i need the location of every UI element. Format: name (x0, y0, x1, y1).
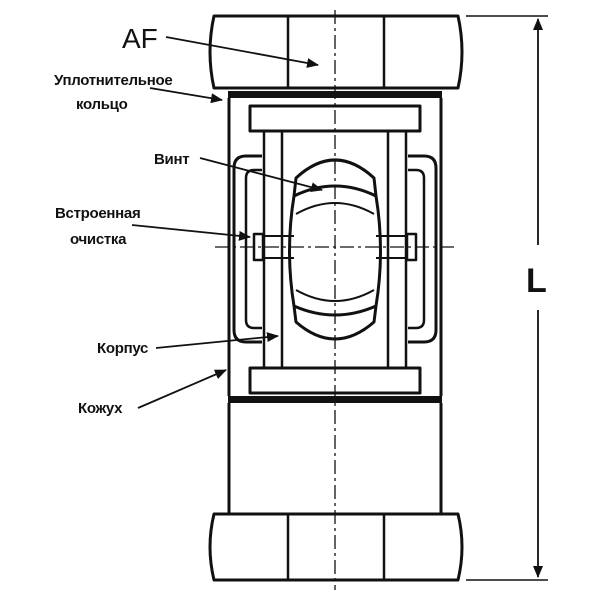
top-hex-nut (208, 14, 464, 90)
label-af: AF (122, 23, 158, 54)
label-casing: Кожух (78, 400, 123, 417)
label-screw: Винт (154, 151, 189, 168)
label-body: Корпус (97, 340, 148, 357)
leader-built-in-cleaning (131, 224, 251, 241)
lower-pipe (227, 403, 443, 514)
bottom-seal-ring (228, 396, 442, 403)
label-seal-ring-line1: Уплотнительное (54, 72, 172, 89)
right-window-frame (408, 154, 438, 344)
label-seal-ring-line2: кольцо (76, 96, 128, 113)
axle (264, 235, 406, 259)
leader-screw (199, 157, 323, 193)
leader-af (165, 36, 319, 68)
leader-body (155, 332, 279, 349)
bottom-hex-nut (208, 512, 464, 582)
leader-casing (137, 369, 227, 409)
label-built-in-cleaning-line2: очистка (70, 231, 127, 248)
label-length: L (526, 262, 547, 300)
label-built-in-cleaning-line1: Встроенная (55, 205, 140, 222)
leader-seal-ring (149, 87, 223, 104)
